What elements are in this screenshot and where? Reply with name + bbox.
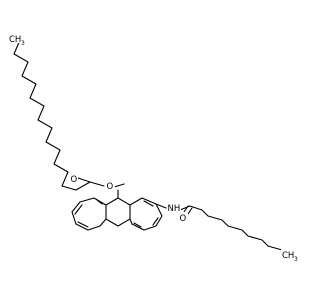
amide-linkage [155, 203, 193, 215]
atom-label-ch3-right: CH 3 [281, 249, 300, 263]
svg-text:O: O [107, 182, 114, 192]
molecule-canvas: CH 3 O O NH O CH 3 [8, 33, 300, 263]
atom-label-carbonyl-o-right: O [179, 212, 188, 224]
molecule-structure: CH 3 O O NH O CH 3 [8, 33, 300, 263]
svg-text:CH: CH [9, 35, 21, 45]
svg-text:O: O [180, 214, 187, 224]
atom-label-ester-o: O [106, 180, 115, 192]
svg-text:3: 3 [21, 40, 25, 47]
fluorene-core [71, 197, 163, 231]
svg-text:NH: NH [168, 204, 181, 214]
svg-text:CH: CH [282, 251, 294, 261]
ester-carbonyl-bond [77, 177, 91, 183]
svg-text:3: 3 [294, 256, 298, 263]
atom-label-amide-nh: NH [167, 202, 181, 214]
right-alkyl-chain [189, 205, 287, 257]
svg-text:O: O [71, 175, 78, 185]
atom-label-ch3-top: CH 3 [8, 33, 26, 47]
atom-label-carbonyl-o-left: O [70, 174, 78, 185]
left-alkyl-chain [13, 39, 91, 191]
